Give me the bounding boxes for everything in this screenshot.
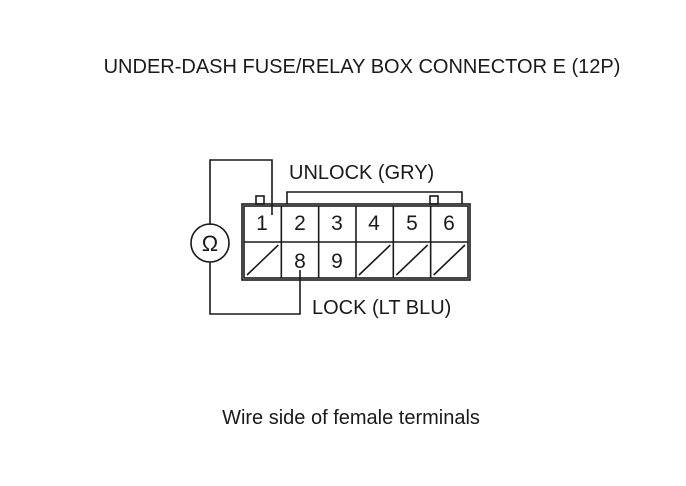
pin-4-label: 4 <box>368 212 380 235</box>
pin-8-label: 8 <box>294 250 306 273</box>
unused-cavity-mark <box>246 244 279 276</box>
diagram-caption: Wire side of female terminals <box>222 407 480 429</box>
bottom-row-pins: 8 9 <box>294 250 343 273</box>
top-row-pins: 1 2 3 4 5 6 <box>256 212 455 235</box>
pin-5-label: 5 <box>406 212 418 235</box>
pin-9-label: 9 <box>331 250 343 273</box>
unused-cavity-mark <box>433 244 466 276</box>
unlock-wire-label: UNLOCK (GRY) <box>289 162 434 184</box>
ohm-symbol: Ω <box>202 231 218 256</box>
connector-left-ear <box>255 195 265 205</box>
ohmmeter-lead-top <box>209 159 273 225</box>
unused-cavity-mark <box>358 244 391 276</box>
connector-frame <box>241 203 471 281</box>
ohmmeter-icon: Ω <box>190 223 230 263</box>
ohmmeter-leads <box>209 159 301 315</box>
connector-right-ear <box>429 195 439 205</box>
lock-wire-label: LOCK (LT BLU) <box>312 297 451 319</box>
ohmmeter-lead-bottom <box>209 262 301 315</box>
ohmmeter-circle <box>190 223 230 263</box>
connector-lock-tab <box>286 191 463 204</box>
pin-2-label: 2 <box>294 212 306 235</box>
terminal-grid <box>244 206 468 278</box>
diagram-title: UNDER-DASH FUSE/RELAY BOX CONNECTOR E (1… <box>104 56 621 78</box>
pin-3-label: 3 <box>331 212 343 235</box>
unused-cavity-mark <box>395 244 429 276</box>
pin-1-label: 1 <box>256 212 268 235</box>
pin-6-label: 6 <box>443 212 455 235</box>
